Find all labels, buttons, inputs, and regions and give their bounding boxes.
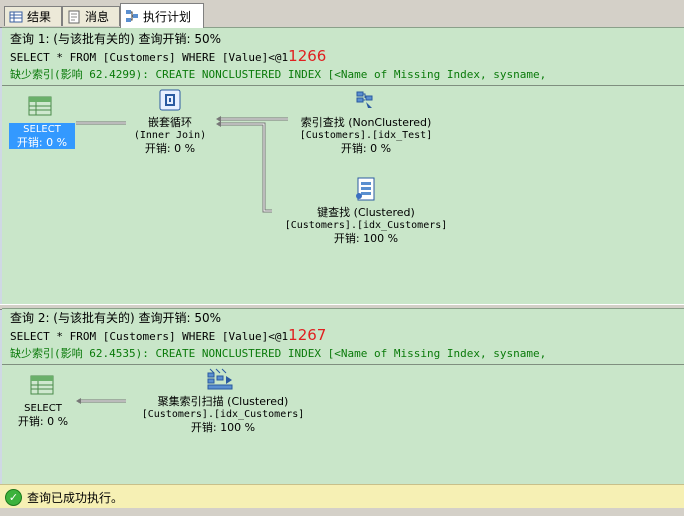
bottom-strip — [0, 508, 684, 516]
clustered-index-scan-name: 聚集索引扫描 (Clustered) — [157, 395, 289, 408]
index-seek-icon[interactable] — [354, 88, 378, 115]
query2-separator — [2, 364, 684, 365]
tab-execution-plan[interactable]: 执行计划 — [120, 3, 204, 28]
nested-loop-name: 嵌套循环 — [148, 116, 192, 129]
key-lookup-sub: [Customers].[idx_Customers] — [284, 220, 448, 231]
tab-results[interactable]: 结果 — [4, 6, 62, 26]
query1-select-cost: 开销: 0 % — [9, 136, 75, 149]
tab-execution-plan-label: 执行计划 — [143, 9, 192, 24]
query2-plan-pane[interactable]: 查询 2: (与该批有关的) 查询开销: 50% SELECT * FROM [… — [2, 308, 684, 485]
query1-select-icon[interactable] — [28, 96, 52, 119]
query2-sql: SELECT * FROM [Customers] WHERE [Value]<… — [10, 330, 289, 343]
query1-select-name: SELECT — [9, 123, 75, 136]
query2-connectors — [76, 398, 126, 404]
query1-sql: SELECT * FROM [Customers] WHERE [Value]<… — [10, 51, 289, 64]
query2-param-value: 1267 — [288, 326, 327, 344]
query2-select-cost: 开销: 0 % — [17, 415, 69, 428]
nested-loop-sub: (Inner Join) — [133, 130, 207, 141]
query1-missing-index[interactable]: 缺少索引(影响 62.4299): CREATE NONCLUSTERED IN… — [10, 68, 547, 81]
grid-icon — [9, 10, 23, 24]
tab-results-label: 结果 — [27, 10, 52, 24]
key-lookup-icon[interactable] — [354, 176, 378, 205]
index-seek-name: 索引查找 (NonClustered) — [300, 116, 432, 129]
query2-title: 查询 2: (与该批有关的) 查询开销: 50% — [10, 311, 222, 325]
query1-separator — [2, 85, 684, 86]
key-lookup-name: 键查找 (Clustered) — [317, 206, 415, 219]
status-bar: ✓ 查询已成功执行。 — [0, 484, 684, 509]
tab-messages-label: 消息 — [85, 10, 110, 24]
index-seek-cost: 开销: 0 % — [340, 142, 392, 155]
query1-connectors — [76, 116, 288, 213]
nested-loop-cost: 开销: 0 % — [144, 142, 196, 155]
index-seek-node[interactable]: 索引查找 (NonClustered) [Customers].[idx_Tes… — [286, 116, 446, 155]
query1-param-value: 1266 — [288, 47, 327, 65]
execution-plan-icon — [125, 9, 139, 23]
query1-title: 查询 1: (与该批有关的) 查询开销: 50% — [10, 32, 222, 46]
clustered-index-scan-node[interactable]: 聚集索引扫描 (Clustered) [Customers].[idx_Cust… — [130, 395, 316, 434]
key-lookup-cost: 开销: 100 % — [333, 232, 399, 245]
query1-select-node[interactable]: SELECT 开销: 0 % — [9, 123, 75, 149]
clustered-index-scan-cost: 开销: 100 % — [190, 421, 256, 434]
key-lookup-node[interactable]: 键查找 (Clustered) [Customers].[idx_Custome… — [276, 206, 456, 245]
query2-select-node[interactable]: SELECT 开销: 0 % — [10, 402, 76, 428]
query2-missing-index[interactable]: 缺少索引(影响 62.4535): CREATE NONCLUSTERED IN… — [10, 347, 547, 360]
query2-select-name: SELECT — [24, 403, 62, 414]
clustered-index-scan-icon[interactable] — [206, 367, 234, 394]
success-check-icon: ✓ — [5, 488, 22, 506]
query1-plan-pane[interactable]: 查询 1: (与该批有关的) 查询开销: 50% SELECT * FROM [… — [2, 27, 684, 305]
tab-messages[interactable]: 消息 — [62, 6, 120, 26]
query2-select-icon[interactable] — [30, 375, 54, 398]
clustered-index-scan-sub: [Customers].[idx_Customers] — [141, 409, 305, 420]
query2-sql-line: SELECT * FROM [Customers] WHERE [Value]<… — [10, 326, 326, 344]
nested-loop-icon[interactable] — [158, 88, 182, 115]
status-text: 查询已成功执行。 — [27, 490, 124, 505]
nested-loop-node[interactable]: 嵌套循环 (Inner Join) 开销: 0 % — [120, 116, 220, 155]
query1-sql-line: SELECT * FROM [Customers] WHERE [Value]<… — [10, 47, 326, 65]
index-seek-sub: [Customers].[idx_Test] — [299, 130, 433, 141]
result-tab-strip: 结果 消息 执行计划 — [0, 0, 684, 28]
message-icon — [67, 10, 81, 24]
